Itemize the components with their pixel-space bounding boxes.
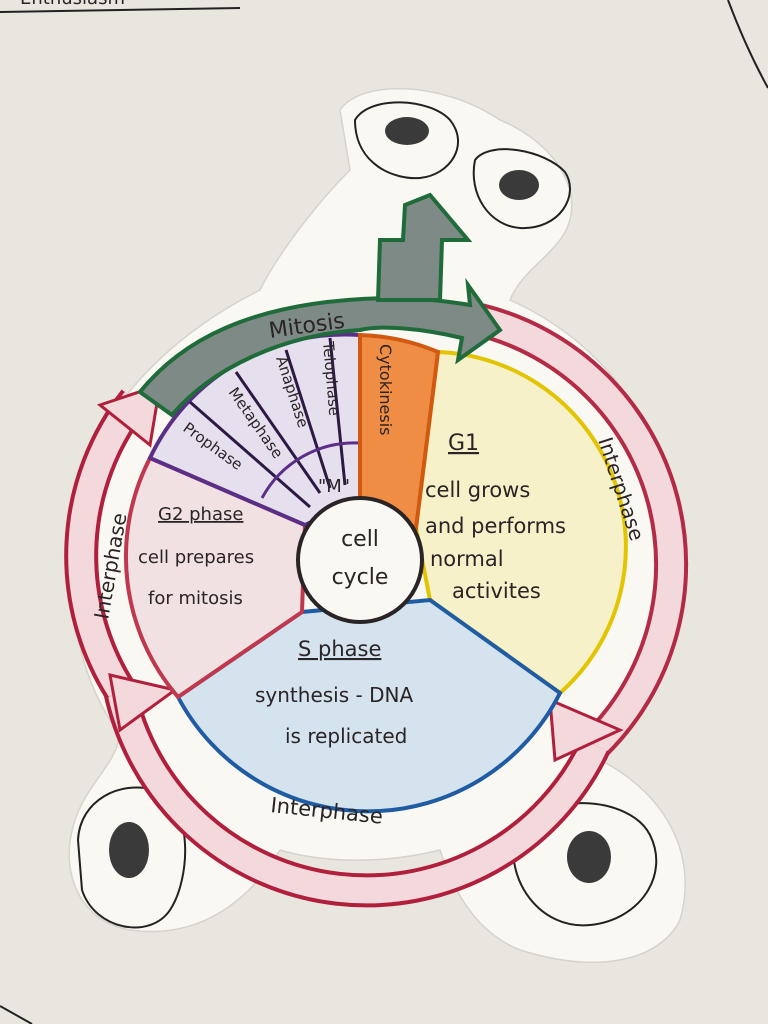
cell-illustration <box>472 148 571 230</box>
center-line2: cycle <box>332 565 389 590</box>
g1-line1: cell grows <box>425 478 530 502</box>
g2-sector <box>124 455 308 700</box>
cell-illustration <box>353 101 460 180</box>
header-scribble: Enthusiasm <box>20 0 125 9</box>
header-underline <box>0 7 241 13</box>
arrow-head-right <box>548 697 624 763</box>
cytokinesis-sector <box>358 332 441 532</box>
m-stage-dividers <box>189 337 347 509</box>
interphase-ring <box>64 303 689 908</box>
arrow-head-bottom-left <box>108 673 179 733</box>
arrow-head-left-top <box>96 382 162 448</box>
center-circle <box>296 496 424 624</box>
g1-line2: and performs <box>425 514 566 538</box>
mitosis-arrow <box>137 277 503 418</box>
s-sector <box>175 597 563 814</box>
cell-illustration <box>76 786 187 929</box>
cell-illustration <box>512 802 658 927</box>
g2-title: G2 phase <box>158 504 243 525</box>
g1-title: G1 <box>448 431 479 456</box>
edge-curve-bottom <box>0 1005 33 1024</box>
s-line2: is replicated <box>285 724 407 748</box>
g2-line1: cell prepares <box>138 547 254 568</box>
g1-line3: normal <box>430 547 504 571</box>
mitosis-branch-arrow <box>375 192 473 302</box>
g2-line2: for mitosis <box>148 588 243 609</box>
m-label: "M" <box>318 476 350 497</box>
s-line1: synthesis - DNA <box>255 683 413 707</box>
cytokinesis-label: Cytokinesis <box>376 344 395 436</box>
g1-sector <box>413 349 628 696</box>
edge-curve-right <box>727 0 768 89</box>
s-title: S phase <box>298 637 381 661</box>
center-line1: cell <box>341 527 379 552</box>
m-inner-band <box>260 441 361 499</box>
g1-line4: activites <box>452 579 541 603</box>
